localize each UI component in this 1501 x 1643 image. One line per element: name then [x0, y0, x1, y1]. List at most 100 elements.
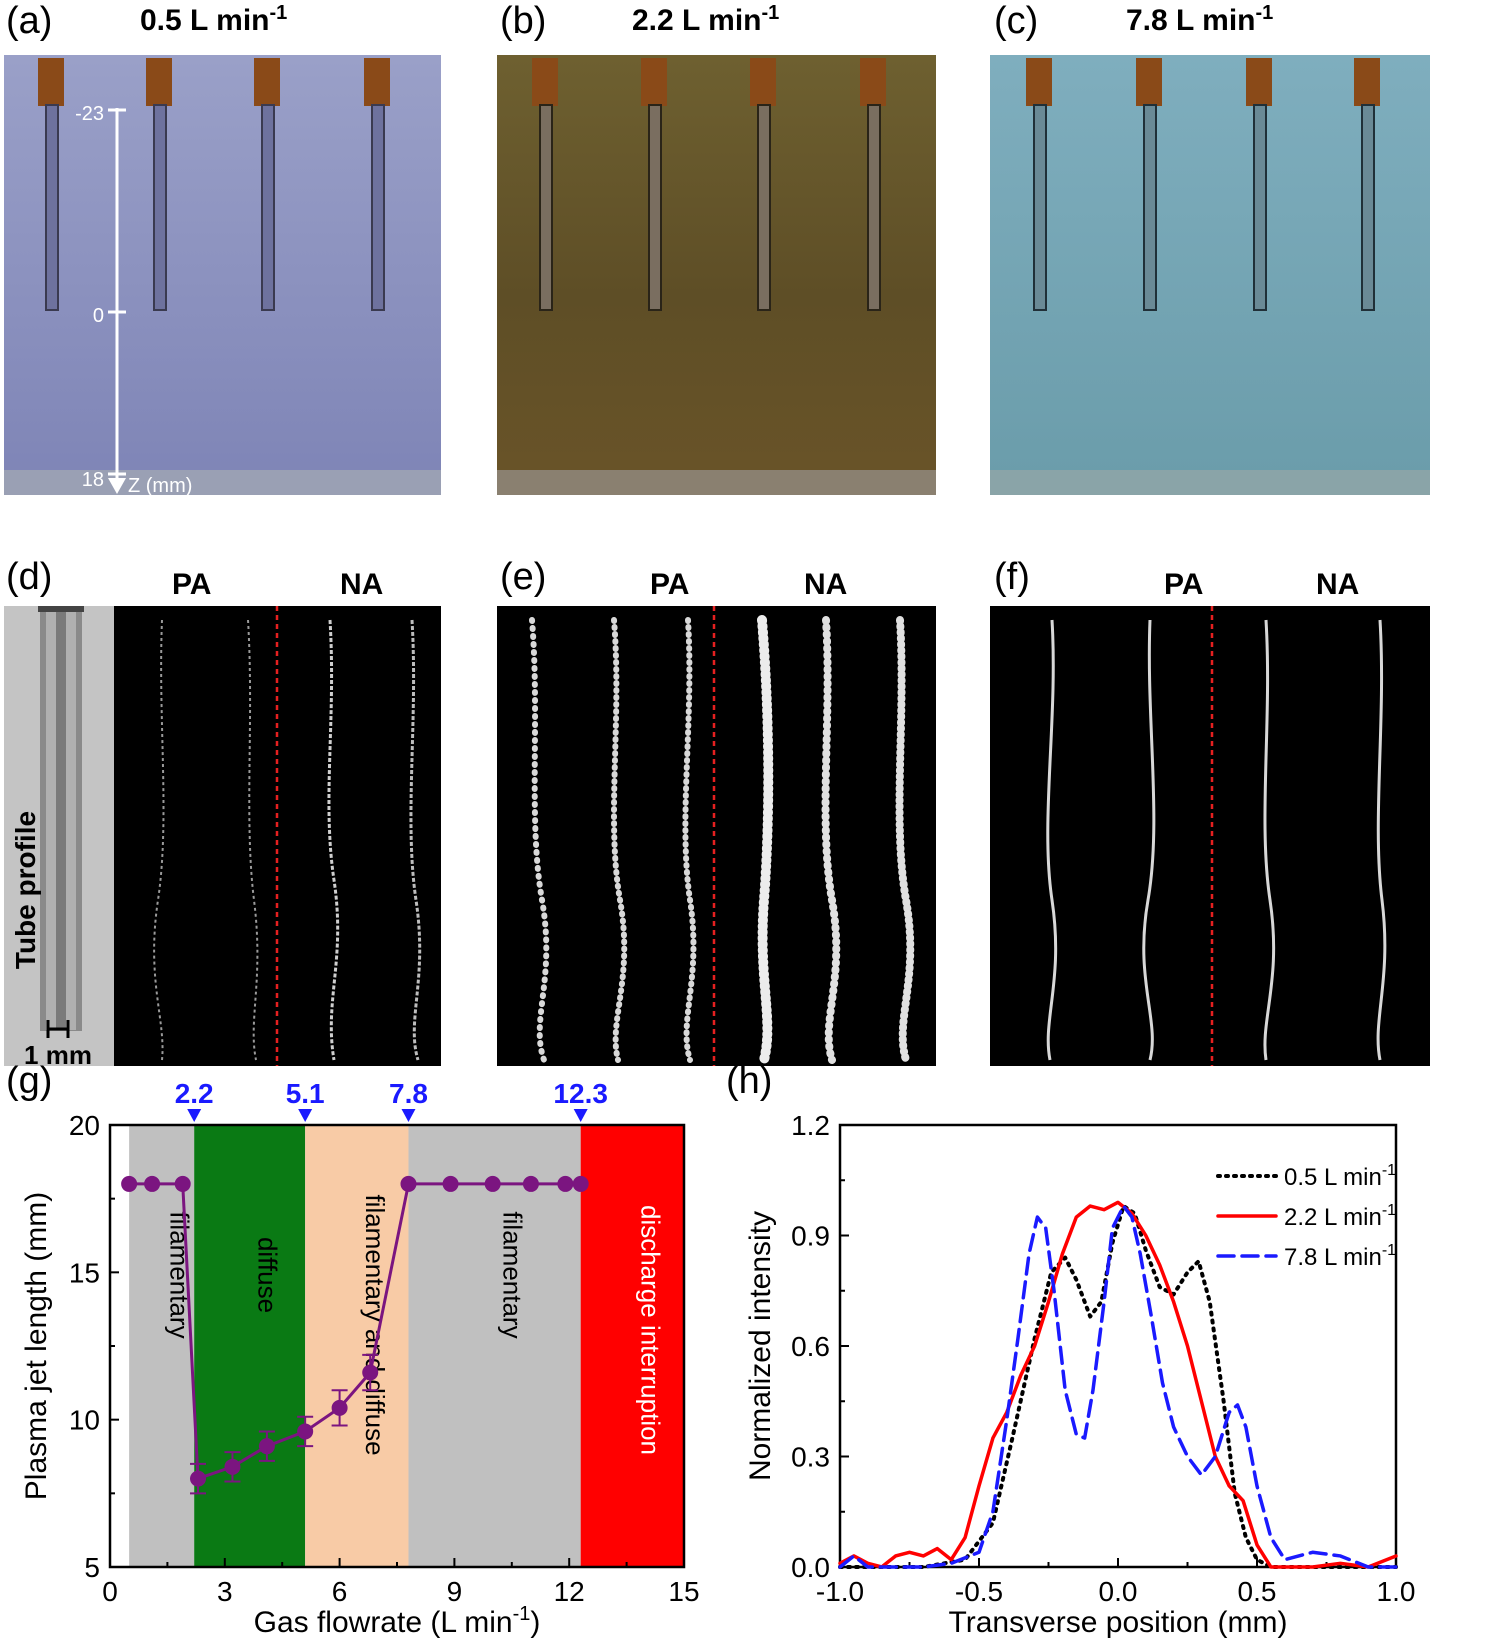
region-label-4: discharge interruption	[635, 1205, 665, 1455]
data-point	[400, 1175, 417, 1192]
panel-b-title: 2.2 L min-1	[632, 2, 780, 37]
marker-label-1: 5.1	[286, 1080, 325, 1109]
photo-row: -23 0 18 Z (mm)	[4, 55, 1430, 497]
panel-d-image	[114, 606, 441, 1066]
region-label-2: filamentary and diffuse	[360, 1194, 390, 1455]
x-tick-label: 0.0	[1099, 1576, 1138, 1607]
panel-d-letter: (d)	[6, 556, 53, 598]
x-tick-label: 3	[217, 1576, 233, 1607]
data-point	[144, 1175, 161, 1192]
z-tick-top: -23	[75, 103, 104, 125]
panel-e-pa: PA	[650, 568, 690, 601]
x-axis-label: Transverse position (mm)	[949, 1606, 1288, 1639]
panel-a-title: 0.5 L min-1	[140, 2, 288, 37]
legend-label-0: 0.5 L min-1	[1284, 1162, 1396, 1191]
x-tick-label: 12	[554, 1576, 585, 1607]
image-row: Tube profile 1 mm	[4, 606, 1430, 1070]
y-axis-label: Plasma jet length (mm)	[20, 1192, 53, 1500]
panel-b-letter: (b)	[500, 0, 547, 42]
region-2	[305, 1125, 409, 1567]
data-point	[522, 1175, 539, 1192]
panel-e-image	[497, 606, 936, 1066]
tube-profile-label: Tube profile	[10, 811, 41, 969]
x-tick-label: 0	[102, 1576, 118, 1607]
photo-b	[497, 55, 936, 495]
x-axis-label: Gas flowrate (L min-1)	[254, 1603, 541, 1639]
jet-a-4	[364, 58, 390, 470]
panel-d-na: NA	[340, 568, 384, 601]
y-tick-label: 0.0	[791, 1552, 830, 1583]
marker-arrow-0	[187, 1109, 202, 1122]
data-point	[557, 1175, 574, 1192]
panel-h-letter: (h)	[726, 1060, 773, 1102]
jet-a-1	[38, 58, 64, 470]
marker-arrow-1	[298, 1109, 313, 1122]
jet-a-3	[254, 58, 280, 470]
panel-g-letter: (g)	[6, 1060, 53, 1102]
panel-e-letter: (e)	[500, 556, 547, 598]
legend-label-1: 2.2 L min-1	[1284, 1202, 1396, 1231]
panel-f-letter: (f)	[994, 556, 1030, 598]
data-point	[121, 1175, 138, 1192]
x-tick-label: -1.0	[816, 1576, 864, 1607]
legend-label-2: 7.8 L min-1	[1284, 1242, 1396, 1271]
z-tick-zero: 0	[93, 305, 104, 327]
region-3	[408, 1125, 581, 1567]
x-tick-label: -0.5	[955, 1576, 1003, 1607]
series-line-0	[838, 1204, 1398, 1569]
marker-label-2: 7.8	[389, 1080, 428, 1109]
chart-h: -1.0 -0.5 0.0 0.5 1.0 0.0 0.3 0.6 0.9 1.2Transver…	[744, 1110, 1416, 1639]
panel-f-pa: PA	[1164, 568, 1204, 601]
y-tick-label: 0.9	[791, 1221, 830, 1252]
x-tick-label: 9	[447, 1576, 463, 1607]
y-tick-label: 15	[69, 1257, 100, 1288]
photo-a: -23 0 18 Z (mm)	[4, 55, 441, 497]
y-axis-label: Normalized intensity	[744, 1211, 777, 1481]
series-line-1	[838, 1200, 1398, 1569]
x-tick-label: 6	[332, 1576, 348, 1607]
photo-c	[990, 55, 1430, 495]
panel-f-image	[990, 606, 1430, 1066]
x-tick-label: 1.0	[1377, 1576, 1416, 1607]
panel-d-pa: PA	[172, 568, 212, 601]
scale-bar	[46, 1020, 70, 1038]
z-tick-bottom: 18	[82, 469, 104, 491]
marker-arrow-2	[401, 1109, 416, 1122]
region-1	[194, 1125, 306, 1567]
marker-label-3: 12.3	[553, 1080, 608, 1109]
y-tick-label: 1.2	[791, 1110, 830, 1141]
y-tick-label: 0.3	[791, 1442, 830, 1473]
data-point	[362, 1364, 379, 1381]
data-point	[442, 1175, 459, 1192]
region-4	[580, 1125, 684, 1567]
x-tick-label: 0.5	[1238, 1576, 1277, 1607]
region-label-3: filamentary	[498, 1211, 528, 1338]
y-tick-label: 10	[69, 1405, 100, 1436]
data-point	[331, 1399, 348, 1416]
tube-profile-image	[4, 606, 114, 1066]
data-point	[297, 1423, 314, 1440]
chart-g: filamentary diffuse filamentary and diffus…	[20, 1080, 700, 1639]
plot-frame	[838, 1123, 1398, 1569]
data-point	[258, 1438, 275, 1455]
marker-arrow-3	[573, 1109, 588, 1122]
x-tick-label: 15	[668, 1576, 699, 1607]
data-point	[484, 1175, 501, 1192]
panel-c-letter: (c)	[994, 0, 1039, 42]
data-point	[572, 1175, 589, 1192]
series-line-2	[838, 1204, 1398, 1569]
z-axis-label: Z (mm)	[128, 475, 192, 497]
jet-a-2	[146, 58, 172, 470]
data-point	[224, 1458, 241, 1475]
data-point	[174, 1175, 191, 1192]
panel-f-na: NA	[1316, 568, 1360, 601]
z-axis	[108, 108, 126, 494]
panel-c-title: 7.8 L min-1	[1126, 2, 1274, 37]
y-tick-label: 5	[84, 1552, 100, 1583]
scale-bar-label: 1 mm	[24, 1040, 92, 1070]
marker-label-0: 2.2	[175, 1080, 214, 1109]
y-tick-label: 20	[69, 1110, 100, 1141]
data-point	[190, 1470, 207, 1487]
y-tick-label: 0.6	[791, 1331, 830, 1362]
region-label-1: diffuse	[253, 1237, 283, 1313]
